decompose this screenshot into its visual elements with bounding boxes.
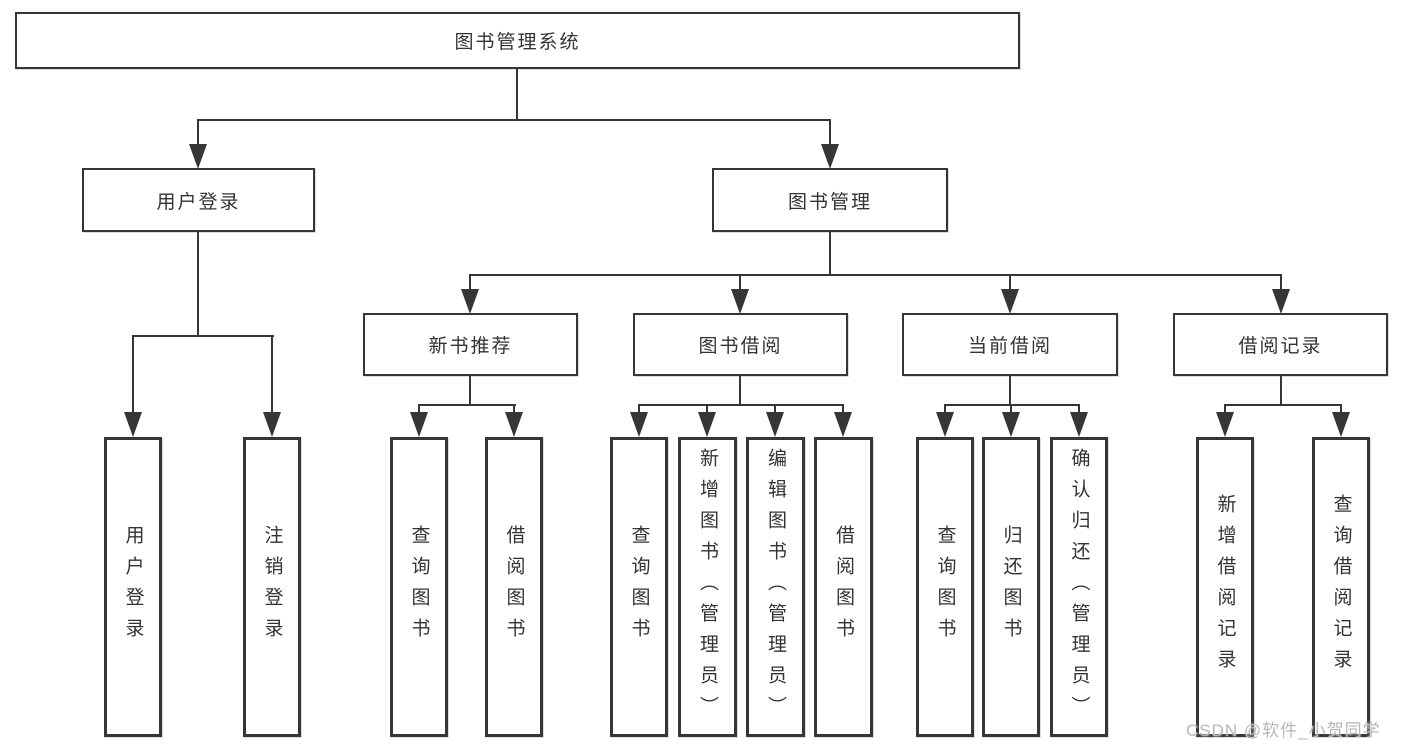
connector-vline (638, 404, 640, 414)
node-user-login: 用户登录 (82, 168, 315, 232)
connector-vline (197, 119, 199, 147)
node-label: 用户登录 (156, 191, 241, 213)
leaf-bb-borrow-books: 借阅图书 (814, 437, 873, 737)
connector-vline (1010, 404, 1012, 414)
arrow-down-icon (410, 412, 428, 437)
node-current-borrowing: 当前借阅 (902, 313, 1118, 376)
arrow-down-icon (821, 144, 839, 169)
node-label: 当前借阅 (967, 336, 1052, 357)
node-borrowing-records: 借阅记录 (1173, 313, 1388, 376)
leaf-label: 编辑图书（管理员） (765, 447, 786, 727)
node-book-management: 图书管理 (712, 168, 948, 232)
connector-vline (469, 376, 471, 406)
leaf-label: 注销登录 (261, 525, 283, 649)
connector-vline (829, 119, 831, 147)
node-library-management-system: 图书管理系统 (15, 12, 1020, 69)
connector-hline (638, 404, 844, 406)
leaf-label: 确认归还（管理员） (1068, 447, 1090, 727)
connector-hline (132, 335, 274, 337)
arrow-down-icon (1001, 289, 1019, 314)
arrow-down-icon (189, 144, 207, 169)
leaf-user-login: 用户登录 (104, 437, 162, 737)
leaf-br-query-record: 查询借阅记录 (1312, 437, 1370, 737)
leaf-label: 借阅图书 (503, 525, 525, 649)
leaf-label: 查询图书 (408, 525, 430, 649)
connector-vline (1224, 404, 1226, 414)
connector-vline (197, 232, 199, 337)
connector-vline (739, 274, 741, 292)
node-label: 图书管理 (787, 191, 872, 213)
connector-hline (197, 119, 831, 121)
leaf-label: 新增图书（管理员） (697, 447, 718, 727)
connector-vline (829, 232, 831, 276)
leaf-label: 借阅图书 (833, 525, 854, 649)
connector-vline (739, 376, 741, 406)
connector-hline (418, 404, 516, 406)
leaf-label: 查询借阅记录 (1330, 494, 1352, 680)
connector-vline (706, 404, 708, 414)
leaf-cb-confirm-return-admin: 确认归还（管理员） (1050, 437, 1108, 737)
leaf-br-add-record: 新增借阅记录 (1196, 437, 1254, 737)
csdn-watermark: CSDN @软件_小贺同学 (1186, 721, 1381, 740)
arrow-down-icon (1070, 412, 1088, 437)
connector-vline (418, 404, 420, 414)
arrow-down-icon (1002, 412, 1020, 437)
leaf-label: 用户登录 (122, 525, 144, 649)
leaf-label: 归还图书 (1000, 525, 1022, 649)
leaf-label: 新增借阅记录 (1214, 494, 1236, 680)
connector-vline (774, 404, 776, 414)
connector-vline (516, 69, 518, 121)
leaf-rec-query-books: 查询图书 (390, 437, 448, 737)
arrow-down-icon (731, 289, 749, 314)
node-book-borrowing: 图书借阅 (633, 313, 848, 376)
connector-vline (944, 404, 946, 414)
node-label: 借阅记录 (1238, 336, 1323, 357)
arrow-down-icon (630, 412, 648, 437)
arrow-down-icon (461, 289, 479, 314)
connector-hline (469, 274, 1282, 276)
arrow-down-icon (834, 412, 852, 437)
leaf-rec-borrow-books: 借阅图书 (485, 437, 543, 737)
connector-vline (1009, 376, 1011, 406)
leaf-bb-add-books-admin: 新增图书（管理员） (678, 437, 737, 737)
leaf-logout: 注销登录 (243, 437, 301, 737)
connector-hline (944, 404, 1080, 406)
arrow-down-icon (766, 412, 784, 437)
connector-vline (842, 404, 844, 414)
leaf-bb-edit-books-admin: 编辑图书（管理员） (746, 437, 805, 737)
connector-vline (1280, 274, 1282, 292)
arrow-down-icon (698, 412, 716, 437)
node-label: 图书借阅 (698, 336, 783, 357)
arrow-down-icon (1272, 289, 1290, 314)
node-new-book-recommendation: 新书推荐 (363, 313, 578, 376)
leaf-cb-return-books: 归还图书 (982, 437, 1040, 737)
arrow-down-icon (505, 412, 523, 437)
node-label: 图书管理系统 (454, 32, 581, 53)
arrow-down-icon (936, 412, 954, 437)
connector-vline (1009, 274, 1011, 292)
node-label: 新书推荐 (428, 336, 513, 357)
connector-vline (1340, 404, 1342, 414)
leaf-cb-query-books: 查询图书 (916, 437, 974, 737)
connector-vline (1280, 376, 1282, 406)
arrow-down-icon (1332, 412, 1350, 437)
arrow-down-icon (263, 412, 281, 437)
leaf-label: 查询图书 (628, 525, 650, 649)
leaf-label: 查询图书 (934, 525, 956, 649)
connector-vline (271, 335, 273, 415)
connector-hline (1224, 404, 1342, 406)
connector-vline (513, 404, 515, 414)
leaf-bb-query-books: 查询图书 (610, 437, 668, 737)
arrow-down-icon (124, 412, 142, 437)
connector-vline (1078, 404, 1080, 414)
connector-vline (132, 335, 134, 415)
arrow-down-icon (1216, 412, 1234, 437)
connector-vline (469, 274, 471, 292)
